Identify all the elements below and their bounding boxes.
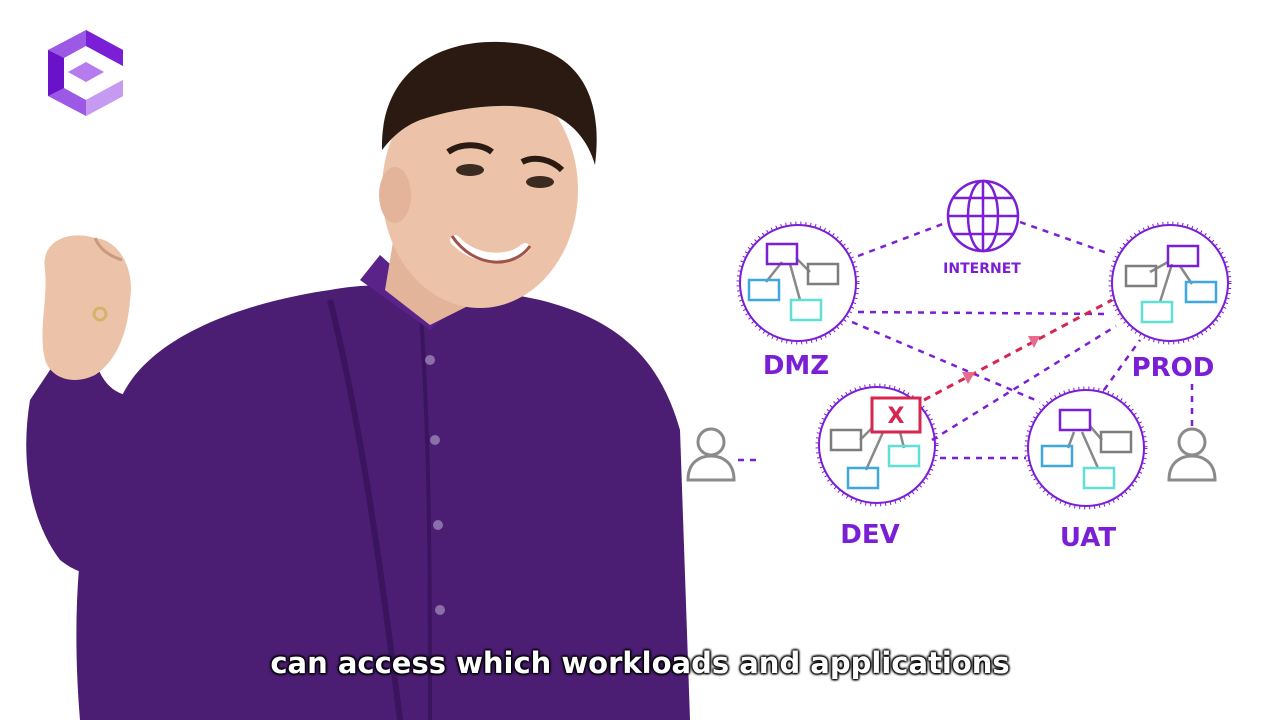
user-icon (686, 427, 736, 482)
zone-label-prod: PROD (1132, 353, 1215, 383)
zone-label-uat: UAT (1060, 523, 1116, 553)
blocked-marker: X (888, 404, 905, 429)
link-internet-prod (1019, 220, 1111, 256)
zone-uat (1024, 386, 1148, 510)
workload-cluster (1124, 244, 1218, 324)
network-links (738, 220, 1194, 462)
link-dmz-prod (857, 310, 1111, 316)
link-dmz-uat (851, 320, 1041, 404)
workload-cluster (1040, 408, 1133, 490)
brand-logo-icon (48, 30, 123, 116)
blocked-link (923, 298, 1113, 402)
presenter (26, 41, 691, 720)
globe-icon (946, 179, 1020, 253)
zone-prod (1108, 221, 1232, 345)
link-uat-prod (1102, 339, 1142, 391)
user-icon (1167, 427, 1217, 482)
zone-label-dmz: DMZ (763, 351, 829, 381)
zone-dev: X (815, 383, 939, 507)
subtitle-caption: can access which workloads and applicati… (270, 646, 1010, 680)
zone-dmz (736, 221, 860, 345)
workload-cluster (747, 242, 840, 322)
workload-cluster (829, 423, 921, 490)
link-dev-prod (931, 324, 1117, 442)
internet-label: INTERNET (943, 261, 1021, 277)
zone-label-dev: DEV (840, 520, 899, 550)
blocked-workload-icon: X (870, 396, 922, 434)
link-dmz-internet (857, 220, 949, 258)
